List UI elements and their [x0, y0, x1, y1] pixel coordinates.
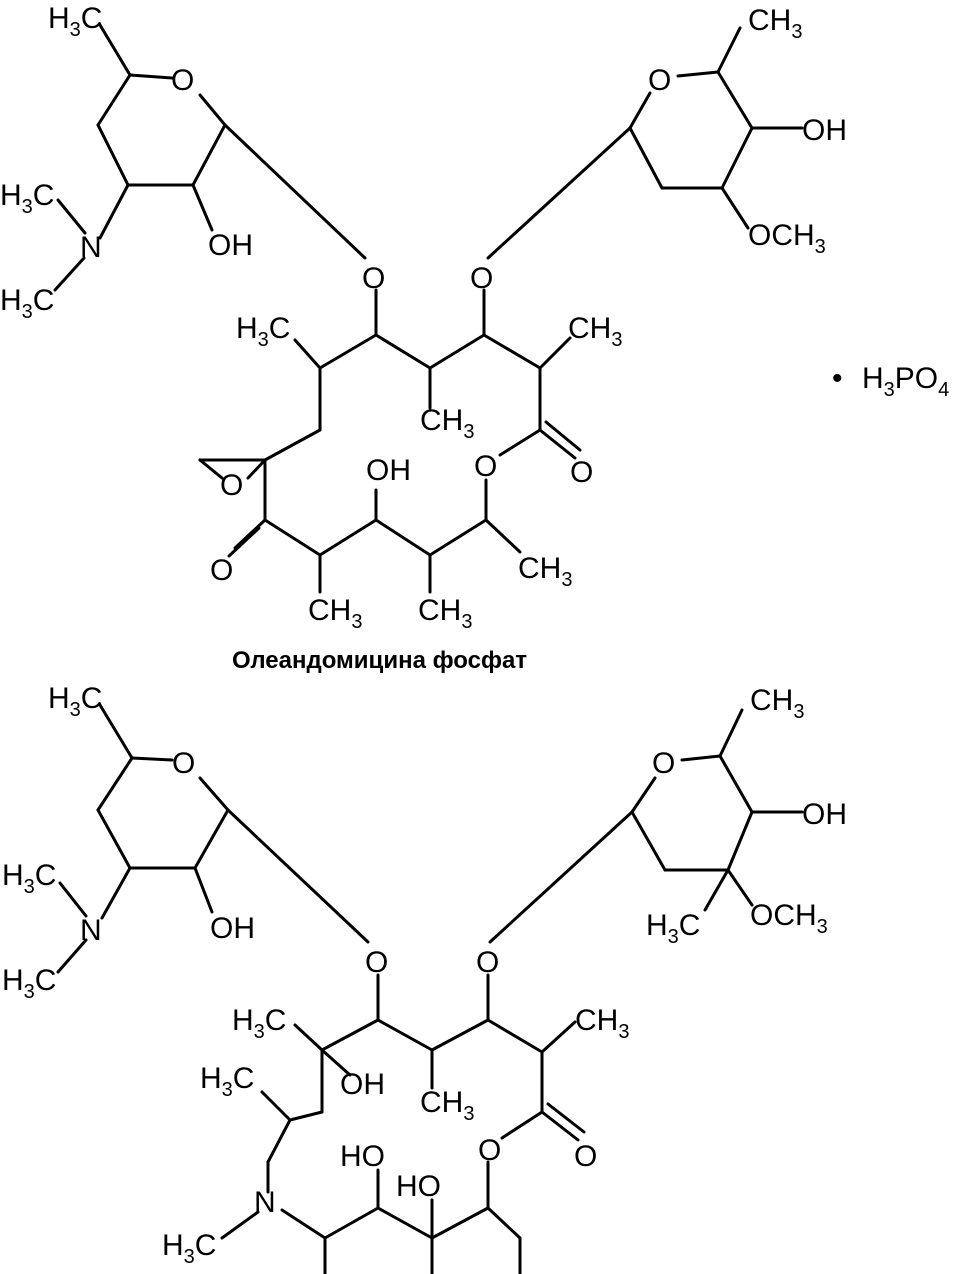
macrolide-ring-bonds-bottom	[220, 973, 586, 1274]
hydroxyl-label: OH	[210, 912, 255, 945]
methyl-label: CH3	[518, 552, 572, 591]
hydroxyl-label: HO	[340, 1140, 385, 1173]
glycosidic-oxygen-label: O	[365, 946, 388, 979]
ester-oxygen-label: O	[474, 450, 497, 483]
n-methyl-label: H3C	[0, 284, 54, 323]
top-atom-labels: H3C O H3C N H3C OH CH3 O OH OCH3 O O H3C…	[0, 2, 847, 633]
second-macrolide-structure: H3C O H3C N H3C OH CH3 O OH OCH3 H3C O O…	[2, 682, 847, 1274]
methyl-label: CH3	[420, 404, 474, 443]
methyl-label: H3C	[48, 682, 102, 721]
epoxide-oxygen-label: O	[220, 469, 243, 502]
right-sugar-bonds-bottom	[488, 708, 804, 944]
glycosidic-oxygen-label: O	[476, 946, 499, 979]
glycosidic-oxygen-label: O	[362, 262, 385, 295]
nitrogen-label: N	[80, 914, 102, 947]
methyl-label: H3C	[200, 1062, 254, 1101]
ring-oxygen-label: O	[652, 747, 675, 780]
left-sugar-bonds-bottom	[56, 703, 370, 974]
carbonyl-oxygen-label: O	[570, 456, 593, 489]
methyl-label: CH3	[748, 4, 802, 43]
methyl-label: H3C	[646, 909, 700, 948]
phosphoric-acid-label: H3PO4	[862, 362, 949, 401]
n-methyl-label: H3C	[0, 179, 54, 218]
methyl-label: H3C	[48, 2, 102, 41]
methyl-label: H3C	[236, 312, 290, 351]
macrolide-ring-bonds	[198, 288, 582, 594]
methyl-label: CH3	[308, 594, 362, 633]
hydroxyl-label: OH	[802, 798, 847, 831]
methoxy-label: OCH3	[750, 899, 828, 938]
methyl-label: CH3	[418, 594, 472, 633]
bottom-atom-labels: H3C O H3C N H3C OH CH3 O OH OCH3 H3C O O…	[2, 682, 847, 1268]
methyl-label: CH3	[420, 1086, 474, 1125]
phosphate-salt: • H3PO4	[832, 362, 949, 401]
right-sugar-bonds	[486, 26, 804, 260]
structure-caption: Олеандомицина фосфат	[232, 647, 527, 674]
ring-oxygen-label: O	[648, 64, 671, 97]
bullet-dot: •	[832, 362, 843, 395]
n-methyl-label: H3C	[2, 964, 56, 1003]
hydroxyl-label: OH	[208, 229, 253, 262]
ester-oxygen-label: O	[478, 1134, 501, 1167]
ring-nitrogen-label: N	[254, 1186, 276, 1219]
n-methyl-label: H3C	[2, 859, 56, 898]
left-sugar-bonds	[53, 23, 367, 292]
methyl-label: CH3	[750, 684, 804, 723]
nitrogen-label: N	[80, 231, 102, 264]
carbonyl-oxygen-label: O	[574, 1140, 597, 1173]
hydroxyl-label: OH	[366, 454, 411, 487]
ring-oxygen-label: O	[171, 64, 194, 97]
methyl-label: H3C	[232, 1004, 286, 1043]
glycosidic-oxygen-label: O	[470, 262, 493, 295]
ring-oxygen-label: O	[172, 747, 195, 780]
n-methyl-label: H3C	[162, 1229, 216, 1268]
ketone-oxygen-label: O	[210, 554, 233, 587]
hydroxyl-label: OH	[802, 114, 847, 147]
methyl-label: CH3	[575, 1004, 629, 1043]
methoxy-label: OCH3	[748, 219, 826, 258]
oleandomycin-structure: H3C O H3C N H3C OH CH3 O OH OCH3 O O H3C…	[0, 2, 949, 674]
methyl-label: CH3	[568, 312, 622, 351]
hydroxyl-label: HO	[396, 1170, 441, 1203]
hydroxyl-label: OH	[340, 1068, 385, 1101]
